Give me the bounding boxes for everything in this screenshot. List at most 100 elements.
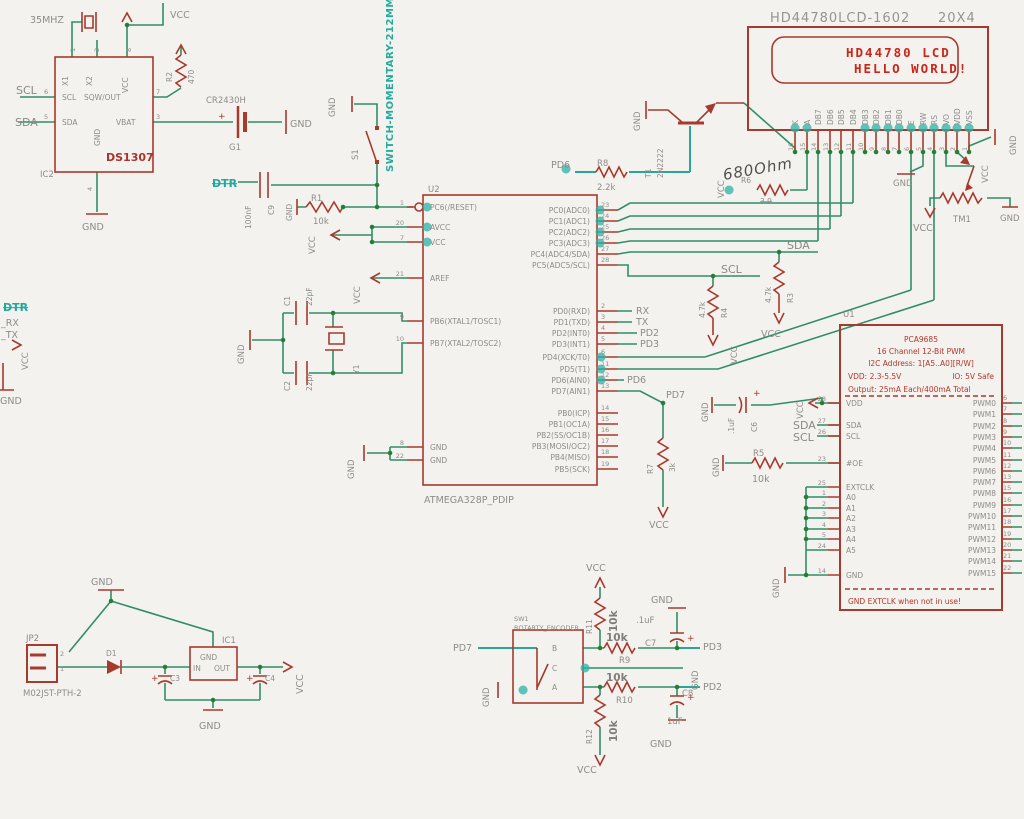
net-label-vcc: VCC bbox=[981, 165, 991, 183]
pin-number: 14 bbox=[818, 567, 826, 575]
wire-lcd-power bbox=[909, 136, 1011, 207]
chip-info-vdd: VDD: 2.3-5.5V bbox=[848, 372, 902, 381]
pin-label: X1 bbox=[61, 76, 70, 86]
pin-number: 15 bbox=[799, 143, 807, 151]
polarity-plus: + bbox=[687, 634, 695, 644]
part-ref: C2 bbox=[283, 381, 292, 391]
net-label-vcc: VCC bbox=[21, 352, 31, 370]
pin-label: PWM14 bbox=[968, 557, 996, 566]
pot-wiper-arrow bbox=[965, 183, 973, 191]
resistor-r10 bbox=[603, 680, 636, 694]
part-ref: R12 bbox=[585, 729, 594, 744]
net-label-pd6: PD6 bbox=[627, 375, 646, 386]
pin-label: PD2(INT0) bbox=[552, 329, 590, 338]
pin-label: DB0 bbox=[895, 109, 904, 125]
net-label-gnd: GND bbox=[290, 119, 312, 130]
pin-number: 10 bbox=[1003, 439, 1011, 447]
switch-s1-contacts bbox=[375, 126, 379, 164]
polarity-plus: + bbox=[246, 674, 254, 684]
pin-label: SDA bbox=[62, 118, 78, 127]
part-ref: R4 bbox=[720, 308, 729, 318]
cap-c3-icon bbox=[157, 675, 173, 685]
pin-number: 24 bbox=[601, 212, 609, 220]
pin-label: PB6(XTAL1/TOSC1) bbox=[430, 317, 501, 326]
pin-number: 2 bbox=[60, 650, 64, 658]
pin-number: 26 bbox=[601, 234, 609, 242]
net-label-gnd: GND bbox=[1000, 214, 1020, 224]
pin-number: 11 bbox=[601, 360, 609, 368]
pin-number: 5 bbox=[44, 113, 48, 121]
pin-label: A2 bbox=[846, 514, 856, 523]
pin-label: C bbox=[552, 664, 557, 673]
net-label-pd2: PD2 bbox=[703, 682, 722, 693]
part-ref: R2 bbox=[165, 72, 174, 82]
pin-label: B bbox=[552, 644, 557, 653]
net-label-tx: TX bbox=[635, 317, 649, 328]
pin-number: 7 bbox=[400, 234, 404, 242]
pin-label: SCL bbox=[846, 432, 861, 441]
pin-label: GND bbox=[846, 571, 863, 580]
part-variant: 20X4 bbox=[938, 11, 976, 26]
pin-number: 19 bbox=[1003, 530, 1011, 538]
highlight-dot-layer bbox=[422, 123, 974, 695]
pin-label: DB3 bbox=[861, 109, 870, 125]
pin-number: 19 bbox=[601, 460, 609, 468]
part-ref: S1 bbox=[351, 149, 361, 160]
pin-number: 5 bbox=[915, 147, 923, 151]
net-label-pd6: PD6 bbox=[551, 160, 570, 171]
pin-number: 14 bbox=[601, 404, 609, 412]
pin-number: 20 bbox=[1003, 541, 1011, 549]
pin-number: 21 bbox=[396, 270, 404, 278]
net-label-vcc: VCC bbox=[649, 520, 669, 531]
mcu-left-stubs bbox=[407, 206, 423, 461]
pin-number: 8 bbox=[125, 48, 133, 52]
resistor-r8 bbox=[595, 165, 628, 179]
polarity-plus: + bbox=[753, 389, 761, 399]
pin-number: 12 bbox=[833, 143, 841, 151]
part-ref: G1 bbox=[229, 143, 241, 153]
chip-info-io: IO: 5V Safe bbox=[952, 372, 994, 381]
pin-number: 11 bbox=[845, 143, 853, 151]
pin-number: 9 bbox=[868, 147, 876, 151]
polarity-plus: + bbox=[151, 674, 159, 684]
net-label-vcc: VCC bbox=[761, 329, 781, 340]
mcu-chip-body bbox=[422, 194, 598, 486]
wire-lcd-ctrl bbox=[618, 152, 935, 370]
net-label-gnd: GND bbox=[237, 344, 247, 364]
part-value: .1uF bbox=[636, 616, 654, 626]
pin-number: 6 bbox=[903, 147, 911, 151]
net-label-vcc: VCC bbox=[730, 346, 740, 364]
part-ref: IC1 bbox=[222, 636, 236, 646]
net-label-gnd: GND bbox=[650, 739, 672, 750]
pin-label: RW bbox=[919, 112, 928, 125]
pin-label: PWM9 bbox=[973, 501, 996, 510]
pin-label: PD1(TXD) bbox=[554, 318, 590, 327]
resistor-r9 bbox=[603, 641, 636, 655]
pin-label: GND bbox=[200, 653, 217, 662]
pin-number: 12 bbox=[601, 371, 609, 379]
net-label-rx: RX bbox=[636, 306, 650, 317]
part-name: HD44780LCD-1602 bbox=[770, 11, 910, 26]
pin-label: X2 bbox=[85, 76, 94, 86]
net-label-sda: SDA bbox=[15, 116, 38, 129]
resistor-r1 bbox=[305, 200, 344, 214]
pin-label: PC4(ADC4/SDA) bbox=[531, 250, 590, 259]
pin-label: A0 bbox=[846, 493, 856, 502]
net-label-scl: SCL bbox=[793, 431, 815, 444]
net-label-tx: _TX bbox=[0, 330, 19, 341]
part-value: 3k bbox=[668, 462, 677, 472]
pin-number: 10 bbox=[857, 143, 865, 151]
pin-number: 17 bbox=[1003, 507, 1011, 515]
pin-label: GND bbox=[430, 443, 447, 452]
pin-number: 3 bbox=[938, 147, 946, 151]
net-label-vcc: VCC bbox=[353, 286, 363, 304]
polarity-plus: + bbox=[687, 693, 695, 703]
net-label-rx: _RX bbox=[0, 318, 19, 329]
part-ref: R7 bbox=[646, 464, 655, 474]
resistor-r12 bbox=[593, 694, 607, 728]
part-ref: C8 bbox=[682, 689, 693, 699]
lcd-pin-stubs bbox=[794, 130, 970, 150]
pin-number: 28 bbox=[818, 395, 826, 403]
part-ref: TM1 bbox=[952, 215, 971, 225]
